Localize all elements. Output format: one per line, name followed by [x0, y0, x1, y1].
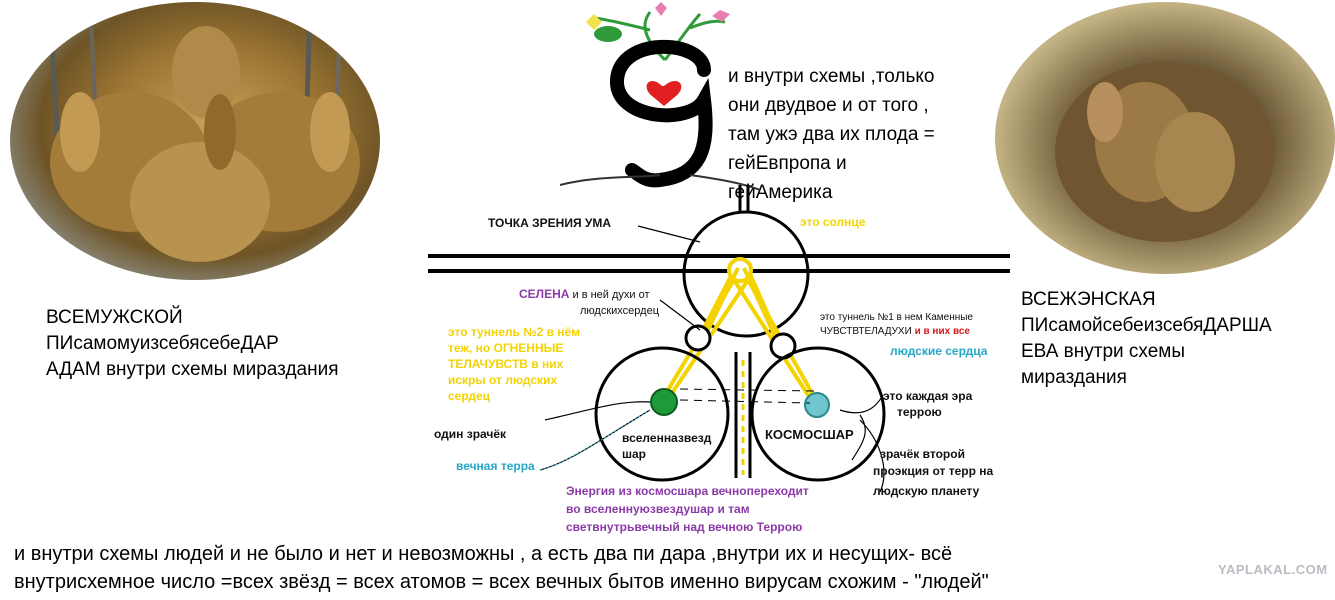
left-sculpture-photo	[10, 2, 380, 280]
right-caption-line4: мираздания	[1021, 367, 1127, 388]
label-tunnel2-c: ТЕЛАЧУВСТВ в них	[448, 357, 563, 372]
top-text: и внутри схемы ,только они двудвое и от …	[728, 62, 998, 207]
left-caption: ВСЕМУЖСКОЙ ПИсамомуизсебясебеДАР АДАМ вн…	[46, 305, 339, 383]
label-pupil-two-c: людскую планету	[873, 484, 980, 498]
top-text-line3: там ужэ два их плода =	[728, 124, 935, 145]
bottom-text: и внутри схемы людей и не было и нет и н…	[14, 540, 1314, 596]
label-selena-name: СЕЛЕНА	[519, 287, 570, 301]
green-terra-icon	[650, 388, 678, 416]
cosmos-sphere	[750, 346, 886, 482]
left-caption-line2: ПИсамомуизсебясебеДАР	[46, 333, 279, 354]
egg-embryo-photo-icon	[1055, 62, 1275, 242]
label-tunnel2-hearts: сердец	[448, 389, 491, 403]
label-tunnel2-teg: теж	[448, 341, 469, 355]
label-pupil-one: один зрачёк	[434, 427, 507, 441]
label-energy-c: светвнутрьвечный над вечною Террою	[566, 520, 803, 534]
label-tunnel2-in: в них	[527, 357, 564, 371]
right-egg-photo	[995, 2, 1335, 274]
blue-planet-icon	[804, 392, 830, 418]
label-cosmosphere: КОСМОСШАР	[765, 427, 854, 442]
label-tunnel2-sparks: искры от людских	[448, 373, 558, 387]
label-selena-hearts: людскихсердец	[580, 305, 659, 317]
mind-circle	[682, 210, 810, 338]
bottom-text-line2: внутрисхемное число =всех звёзд = всех а…	[14, 571, 989, 593]
label-pupil-two-a: зрачёк второй	[880, 447, 965, 461]
label-tunnel2-b: теж, но ОГНЕННЫЕ	[448, 341, 563, 356]
label-energy-b: во вселеннуюзвездушар и там	[566, 502, 750, 516]
right-caption-line2: ПИсамойсебеизсебяДАРША	[1021, 315, 1272, 336]
label-tunnel1-b: ЧУВСТВТЕЛАДУХИ и в них все	[820, 324, 970, 339]
top-text-line4: гейЕвпропа и	[728, 153, 847, 174]
label-selena-rest: и в ней духи от	[569, 289, 650, 301]
universe-star-sphere	[594, 346, 730, 482]
label-selena: СЕЛЕНА и в ней духи от	[519, 287, 650, 303]
label-pupil-two-b: проэкция от терр на	[873, 464, 994, 478]
right-caption: ВСЕЖЭНСКАЯ ПИсамойсебеизсебяДАРША ЕВА вн…	[1021, 287, 1272, 391]
label-tunnel2-bodies: ТЕЛАЧУВСТВ	[448, 357, 528, 371]
sprout-nine-icon	[559, 2, 761, 191]
label-point-of-view: ТОЧКА ЗРЕНИЯ УМА	[488, 216, 612, 230]
left-caption-line3: АДАМ внутри схемы мираздания	[46, 359, 339, 380]
top-text-line2: они двудвое и от того ,	[728, 95, 929, 116]
label-tunnel2-a: это туннель №2 в нём	[448, 325, 581, 339]
label-energy-a: Энергия из космосшара вечнопереходит	[566, 484, 809, 498]
label-tunnel1-all: и в них все	[911, 326, 970, 337]
selena-moon-icon	[684, 324, 712, 352]
top-text-line1: и внутри схемы ,только	[728, 66, 935, 87]
label-universe-b: шар	[622, 447, 647, 461]
right-caption-line3: ЕВА внутри схемы	[1021, 341, 1185, 362]
bottom-text-line1: и внутри схемы людей и не было и нет и н…	[14, 543, 953, 565]
label-tunnel1-stone: ЧУВСТВТЕЛАДУХИ	[820, 326, 912, 337]
label-sun: это солнце	[800, 215, 866, 229]
label-each-era-a: это каждая эра	[883, 389, 973, 403]
label-tunnel1-a: это туннель №1 в нем Каменные	[820, 312, 973, 323]
label-human-hearts: людские сердца	[890, 344, 988, 358]
left-caption-line1: ВСЕМУЖСКОЙ	[46, 307, 183, 328]
right-caption-line1: ВСЕЖЭНСКАЯ	[1021, 289, 1156, 310]
watermark: YAPLAKAL.COM	[1218, 562, 1328, 577]
label-universe-a: вселенназвезд	[622, 431, 712, 445]
label-each-era-b: террою	[897, 405, 942, 419]
label-tunnel2-fire: , но ОГНЕННЫЕ	[468, 341, 564, 355]
label-eternal-terra: вечная терра	[456, 459, 535, 473]
